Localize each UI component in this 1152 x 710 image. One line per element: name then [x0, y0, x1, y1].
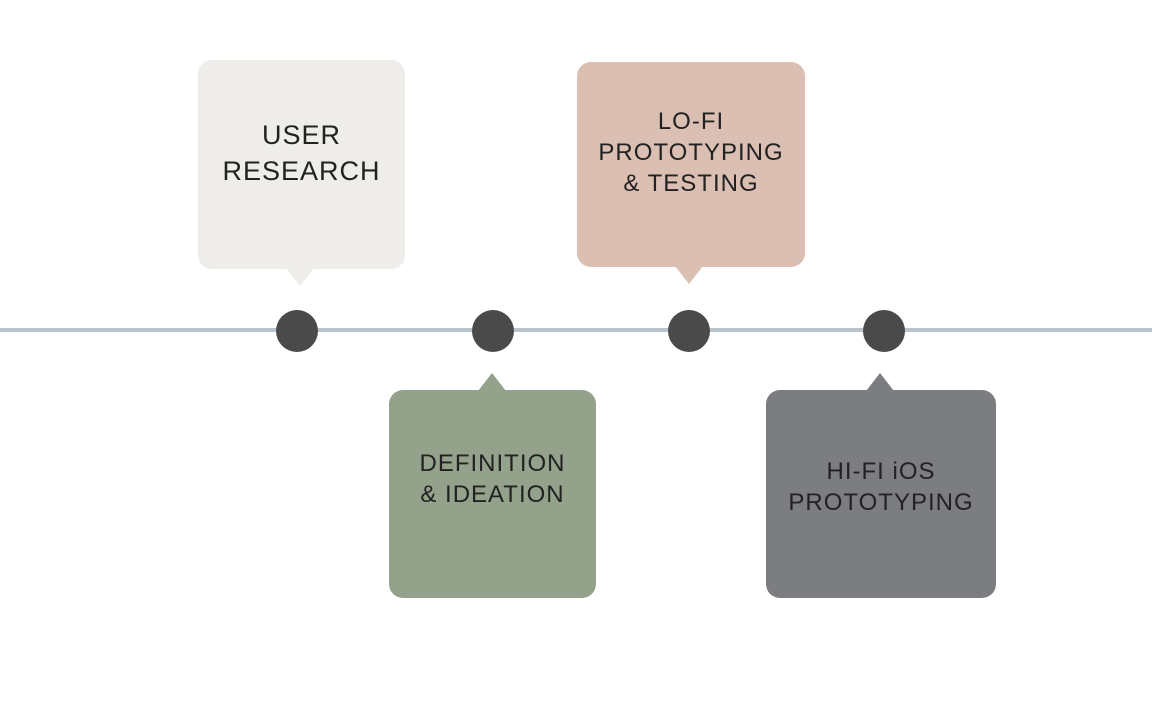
- step-label: HI-FI iOS PROTOTYPING: [788, 457, 974, 516]
- step-bubble-definition-ideation: DEFINITION & IDEATION: [389, 390, 596, 598]
- step-label: LO-FI PROTOTYPING & TESTING: [598, 107, 784, 198]
- step-bubble-lofi-prototyping: LO-FI PROTOTYPING & TESTING: [577, 62, 805, 267]
- timeline-node-hifi-prototyping: [863, 310, 905, 352]
- step-label: DEFINITION & IDEATION: [419, 449, 566, 508]
- bubble-pointer: [478, 373, 506, 391]
- step-bubble-user-research: USER RESEARCH: [198, 60, 405, 269]
- timeline-node-lofi-prototyping: [668, 310, 710, 352]
- timeline-node-user-research: [276, 310, 318, 352]
- timeline-line: [0, 328, 1152, 332]
- timeline-node-definition-ideation: [472, 310, 514, 352]
- bubble-pointer: [286, 268, 314, 286]
- step-bubble-hifi-prototyping: HI-FI iOS PROTOTYPING: [766, 390, 996, 598]
- bubble-pointer: [866, 373, 894, 391]
- step-label: USER RESEARCH: [222, 120, 381, 186]
- bubble-pointer: [675, 266, 703, 284]
